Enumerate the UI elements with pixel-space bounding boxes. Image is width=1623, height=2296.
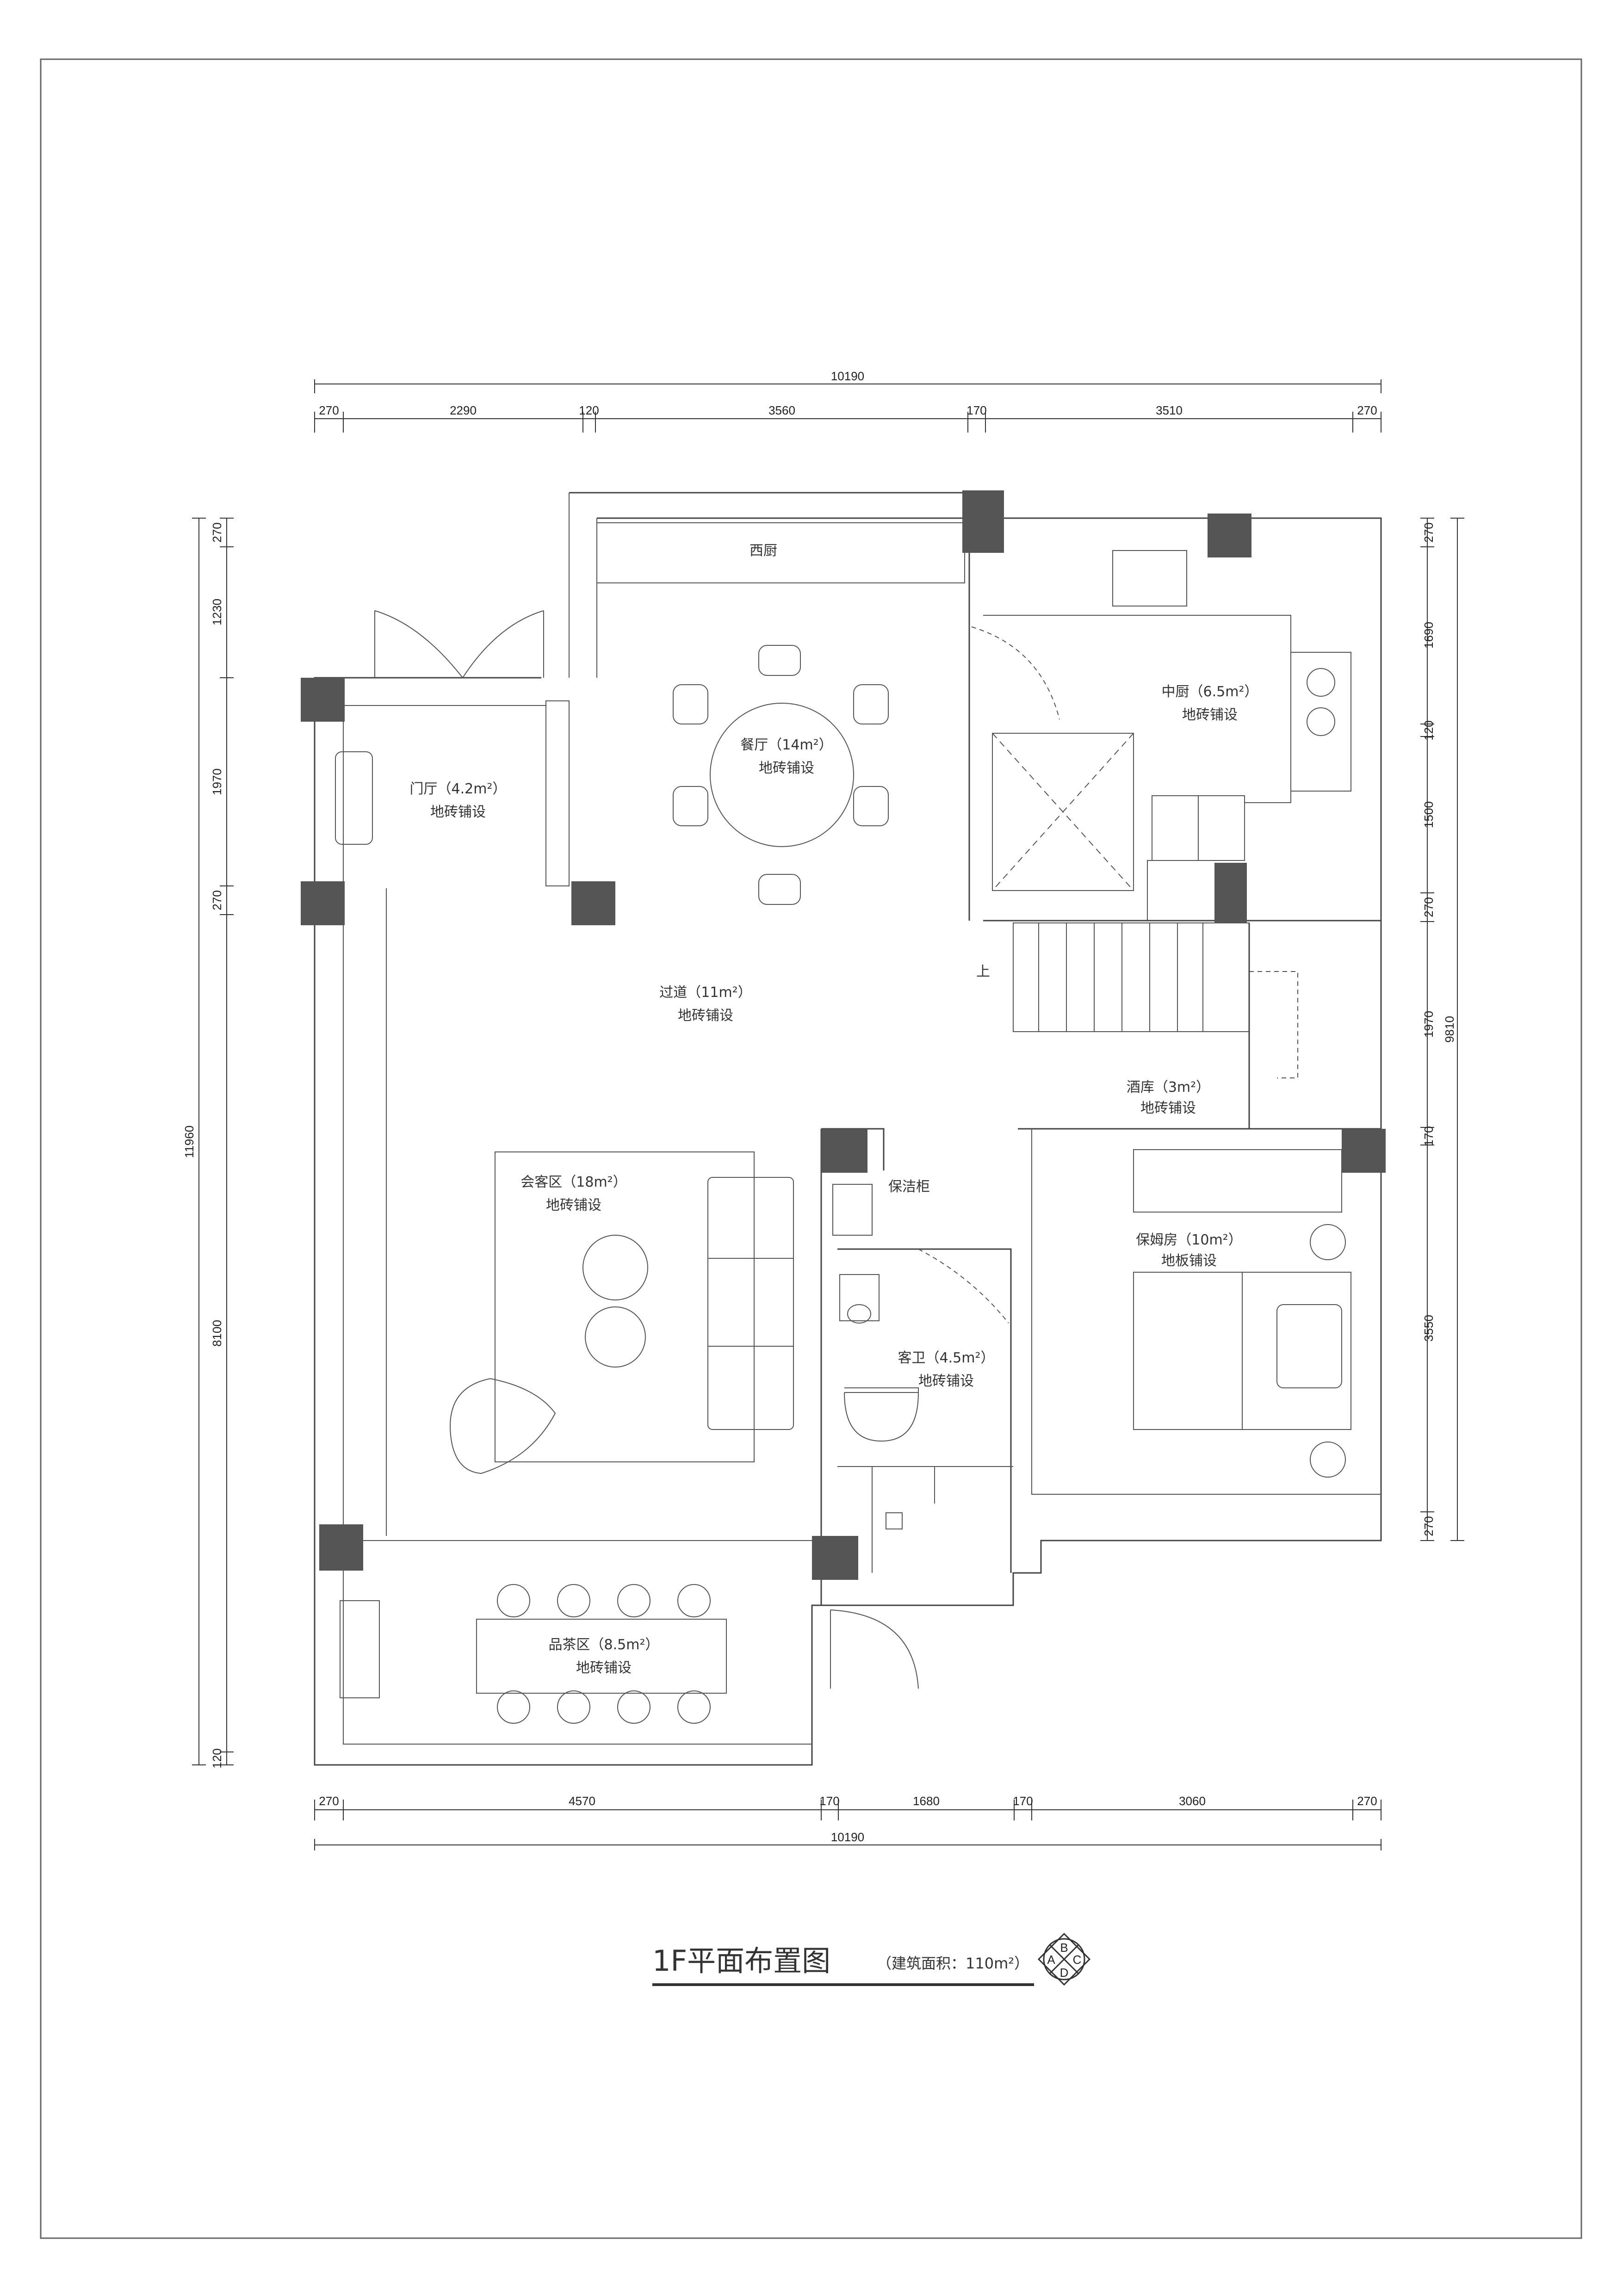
dim-left-seg-1: 1230 xyxy=(210,599,224,625)
column xyxy=(571,881,615,925)
dim-left-seg-4: 8100 xyxy=(210,1320,224,1347)
room-baomufang-floor: 地板铺设 xyxy=(1161,1253,1217,1269)
dim-right-seg-8: 270 xyxy=(1422,1516,1436,1536)
room-canting-floor: 地砖铺设 xyxy=(759,760,814,776)
room-jiuku-floor: 地砖铺设 xyxy=(1140,1100,1196,1116)
dim-right-total: 9810 xyxy=(1443,1016,1456,1043)
room-xichu-name: 西厨 xyxy=(750,543,777,559)
page-title: 1F平面布置图 xyxy=(652,1944,830,1978)
room-huikequ-name: 会客区（18m²） xyxy=(520,1174,626,1190)
column xyxy=(301,678,345,722)
dim-bottom-seg-6: 270 xyxy=(1357,1794,1377,1808)
column xyxy=(1342,1129,1386,1173)
room-labels: 西厨 餐厅（14m²） 地砖铺设 中厨（6.5m²） 地砖铺设 门厅（4.2m²… xyxy=(410,543,1258,1676)
room-guodao-floor: 地砖铺设 xyxy=(678,1008,733,1024)
dim-left-seg-5: 120 xyxy=(210,1748,224,1768)
dim-left-seg-0: 270 xyxy=(210,522,224,542)
dimension-left: 11960 270 1230 1970 270 8100 120 xyxy=(182,518,234,1769)
compass-c: C xyxy=(1073,1953,1082,1967)
dim-top-seg-4: 170 xyxy=(966,403,986,417)
dim-bottom-seg-5: 3060 xyxy=(1179,1794,1206,1808)
compass-d: D xyxy=(1060,1966,1069,1980)
dim-top-seg-1: 2290 xyxy=(450,403,477,417)
title-block: 1F平面布置图 （建筑面积：110m²） A B C D xyxy=(652,1932,1091,1986)
dim-left-total: 11960 xyxy=(182,1126,196,1158)
room-menting-name: 门厅（4.2m²） xyxy=(410,781,507,797)
room-canting-name: 餐厅（14m²） xyxy=(740,737,832,753)
column xyxy=(812,1536,858,1580)
room-guodao-name: 过道（11m²） xyxy=(659,984,751,1001)
dim-bottom-total: 10190 xyxy=(831,1830,864,1844)
dim-right-seg-6: 170 xyxy=(1422,1126,1436,1146)
room-pinchaqu-floor: 地砖铺设 xyxy=(576,1660,632,1676)
room-huikequ-floor: 地砖铺设 xyxy=(546,1197,601,1213)
dim-bottom-seg-1: 4570 xyxy=(569,1794,595,1808)
dim-top-seg-0: 270 xyxy=(319,403,339,417)
compass-b: B xyxy=(1060,1941,1068,1955)
floor-plan xyxy=(301,490,1386,1766)
dim-right-seg-3: 1500 xyxy=(1422,801,1436,828)
dimension-right: 270 1690 120 1500 270 1970 170 3550 270 … xyxy=(1420,518,1464,1541)
dim-top-seg-3: 3560 xyxy=(768,403,795,417)
dim-bottom-seg-3: 1680 xyxy=(913,1794,940,1808)
room-pinchaqu-name: 品茶区（8.5m²） xyxy=(549,1637,659,1653)
column xyxy=(821,1129,867,1173)
dim-right-seg-4: 270 xyxy=(1422,897,1436,917)
room-kewei-floor: 地砖铺设 xyxy=(918,1373,974,1389)
dimension-bottom: 270 4570 170 1680 170 3060 270 10190 xyxy=(314,1794,1381,1850)
column xyxy=(1208,514,1251,557)
column xyxy=(301,881,345,925)
dim-top-seg-6: 270 xyxy=(1357,403,1377,417)
dimension-top: 10190 270 2290 120 3560 170 3510 270 xyxy=(314,369,1381,433)
dim-top-seg-2: 120 xyxy=(579,403,599,417)
dim-top-seg-5: 3510 xyxy=(1156,403,1183,417)
column xyxy=(962,490,1004,553)
dim-bottom-seg-0: 270 xyxy=(319,1794,339,1808)
column xyxy=(1214,863,1247,923)
dim-right-seg-0: 270 xyxy=(1422,522,1436,542)
compass-a: A xyxy=(1047,1953,1055,1967)
compass-icon: A B C D xyxy=(1037,1932,1091,1986)
dim-left-seg-3: 270 xyxy=(210,890,224,910)
dim-right-seg-1: 1690 xyxy=(1422,622,1436,649)
dim-bottom-seg-2: 170 xyxy=(819,1794,839,1808)
dim-right-seg-2: 120 xyxy=(1422,720,1436,740)
room-baomufang-name: 保姆房（10m²） xyxy=(1136,1232,1242,1248)
sheet-border xyxy=(40,58,1582,2239)
dim-right-seg-7: 3550 xyxy=(1422,1315,1436,1342)
dim-bottom-seg-4: 170 xyxy=(1013,1794,1033,1808)
dim-top-total: 10190 xyxy=(831,369,864,383)
room-menting-floor: 地砖铺设 xyxy=(430,804,486,820)
dim-right-seg-5: 1970 xyxy=(1422,1011,1436,1038)
stair-up-label: 上 xyxy=(976,964,990,980)
dim-left-seg-2: 1970 xyxy=(210,768,224,795)
column xyxy=(319,1524,363,1571)
room-jiuku-name: 酒库（3m²） xyxy=(1127,1079,1210,1095)
room-baojiegui-name: 保洁柜 xyxy=(888,1179,930,1195)
room-kewei-name: 客卫（4.5m²） xyxy=(898,1350,995,1366)
page-subtitle: （建筑面积：110m²） xyxy=(877,1955,1029,1972)
room-zhongchu-floor: 地砖铺设 xyxy=(1182,707,1238,723)
room-zhongchu-name: 中厨（6.5m²） xyxy=(1162,684,1258,700)
